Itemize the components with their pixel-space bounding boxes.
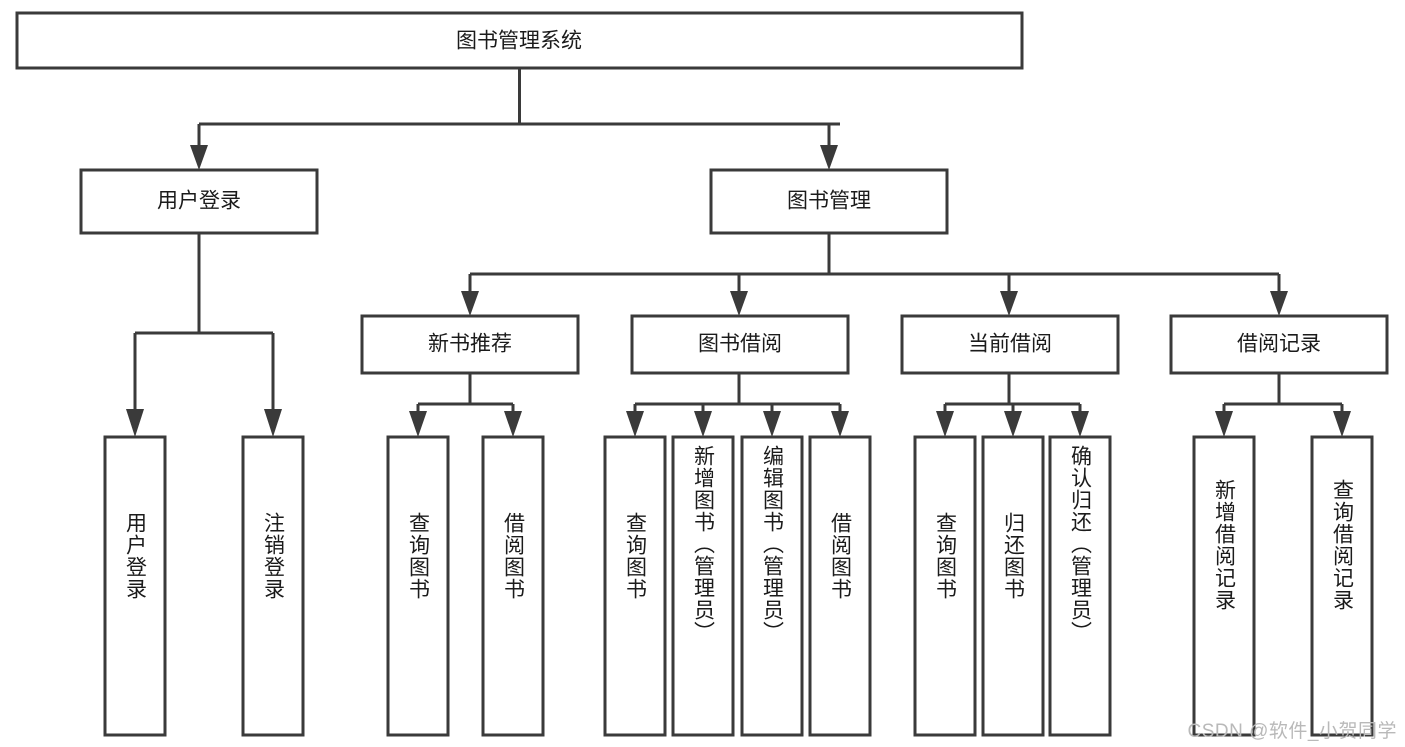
leaf-box-current-2[interactable] [1048, 435, 1112, 737]
node-borrow-records-label: 借阅记录 [1237, 333, 1321, 356]
leaf-box-user-login-1[interactable] [241, 435, 305, 737]
arrow-borrow-leaf-1 [626, 411, 644, 437]
arrow-user-leaf-2 [264, 409, 282, 437]
node-user-login-box[interactable] [79, 168, 319, 235]
node-current-borrow-label: 当前借阅 [968, 333, 1052, 356]
arrow-user-leaf-1 [126, 409, 144, 437]
arrow-book-to-recommend [461, 291, 479, 316]
node-user-login-label: 用户登录 [157, 190, 241, 213]
arrow-book-to-borrow [730, 291, 748, 316]
watermark-text: CSDN @软件_小贺同学 [1187, 721, 1397, 742]
node-book-manage-box[interactable] [709, 168, 949, 235]
node-book-borrow-label: 图书借阅 [698, 333, 782, 356]
leaf-box-user-login-0[interactable] [103, 435, 167, 737]
arrow-records-leaf-2 [1333, 411, 1351, 437]
node-root-label: 图书管理系统 [456, 30, 582, 53]
arrow-recommend-leaf-2 [504, 411, 522, 437]
arrow-recommend-leaf-1 [409, 411, 427, 437]
arrow-borrow-leaf-2 [694, 411, 712, 437]
arrow-borrow-leaf-3 [763, 411, 781, 437]
leaf-box-records-1[interactable] [1310, 435, 1374, 737]
arrow-current-leaf-3 [1071, 411, 1089, 437]
arrow-book-to-current [1000, 291, 1018, 316]
arrow-borrow-leaf-4 [831, 411, 849, 437]
node-root-box[interactable] [15, 11, 1024, 70]
leaf-box-current-1[interactable] [981, 435, 1045, 737]
leaf-box-records-0[interactable] [1192, 435, 1256, 737]
connector-group [126, 68, 1351, 437]
node-book-manage-label: 图书管理 [787, 190, 871, 213]
node-current-borrow-box[interactable] [900, 314, 1120, 375]
arrow-root-to-user [190, 145, 208, 170]
leaf-box-borrow-1[interactable] [671, 435, 735, 737]
node-book-borrow-box[interactable] [630, 314, 850, 375]
leaf-box-borrow-0[interactable] [603, 435, 667, 737]
arrow-current-leaf-1 [936, 411, 954, 437]
leaf-box-current-0[interactable] [913, 435, 977, 737]
leaf-box-borrow-3[interactable] [808, 435, 872, 737]
arrow-current-leaf-2 [1004, 411, 1022, 437]
arrow-book-to-records [1270, 291, 1288, 316]
node-new-book-recommend-label: 新书推荐 [428, 333, 512, 356]
node-borrow-records-box[interactable] [1169, 314, 1389, 375]
leaf-box-recommend-1[interactable] [481, 435, 545, 737]
arrow-root-to-book [820, 145, 838, 170]
leaf-box-borrow-2[interactable] [740, 435, 804, 737]
node-new-book-recommend-box[interactable] [360, 314, 580, 375]
arrow-records-leaf-1 [1215, 411, 1233, 437]
leaf-box-recommend-0[interactable] [386, 435, 450, 737]
